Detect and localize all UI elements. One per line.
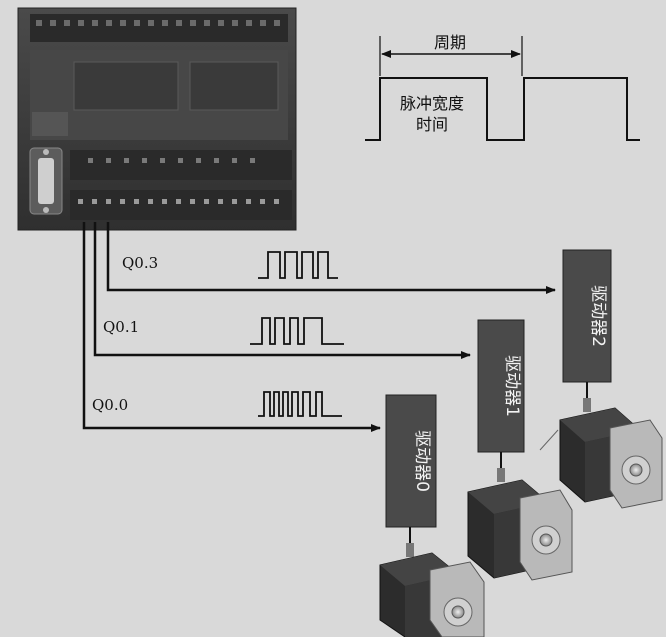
period-label: 周期 [434,33,466,52]
plc-controller [18,8,296,230]
pulse-width-label-line2: 时间 [416,115,448,134]
driver-0: 驱动器0 [386,395,436,527]
driver-0-label: 驱动器0 [412,430,432,492]
output-label-q0-0: Q0.0 [92,396,128,414]
pulse-width-label-line1: 脉冲宽度 [400,94,464,113]
output-label-q0-3: Q0.3 [122,254,158,272]
output-label-q0-1: Q0.1 [103,318,139,336]
driver-1-label: 驱动器1 [502,355,522,417]
driver-1: 驱动器1 [478,320,524,452]
driver-2: 驱动器2 [563,250,611,382]
driver-2-label: 驱动器2 [588,285,608,347]
